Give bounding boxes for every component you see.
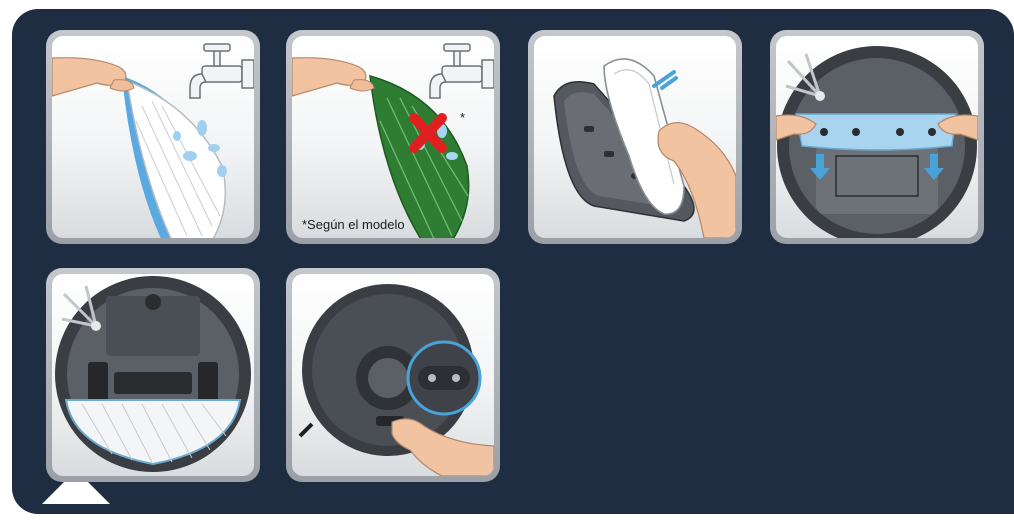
- step-attach-pad-to-mount-card: [528, 30, 742, 244]
- step-rinse-mop-pad-card: [46, 30, 260, 244]
- step-do-not-rinse-illustration: * *Según el modelo: [292, 36, 494, 238]
- step-insert-plate-illustration: [776, 36, 978, 238]
- robot-underside-plate-image: [776, 36, 978, 238]
- robot-with-mop-image: [52, 274, 254, 476]
- step-insert-mop-plate-card: [770, 30, 984, 244]
- step-rinse-mop-pad-illustration: [52, 36, 254, 238]
- disposable-pad-image: [292, 36, 494, 238]
- footnote-text: *Según el modelo: [302, 217, 405, 232]
- step-attach-pad-illustration: [534, 36, 736, 238]
- footnote-marker: *: [460, 110, 465, 125]
- step-mop-installed-card: [46, 268, 260, 482]
- step-press-button-card: [286, 268, 500, 482]
- robot-top-button-image: [292, 274, 494, 476]
- step-press-button-illustration: [292, 274, 494, 476]
- mop-mount-image: [534, 36, 736, 238]
- rinse-mop-pad-image: [52, 36, 254, 238]
- step-mop-installed-illustration: [52, 274, 254, 476]
- step-do-not-rinse-disposable-pad-card: * *Según el modelo: [286, 30, 500, 244]
